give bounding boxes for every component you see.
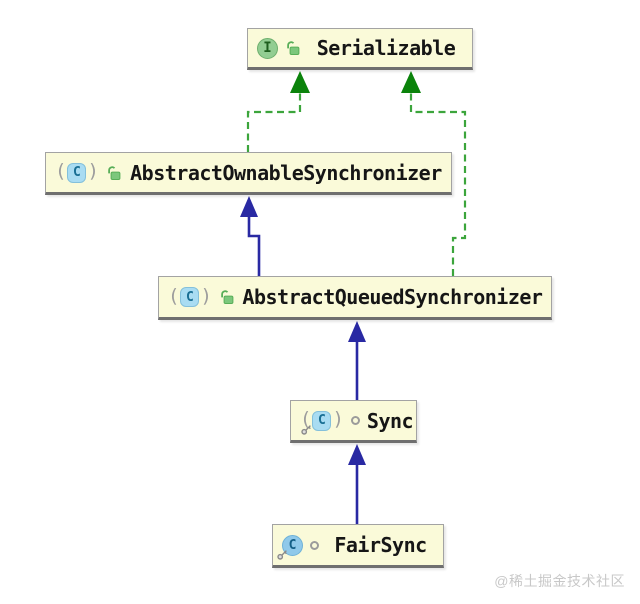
public-lock-icon xyxy=(221,290,234,304)
package-private-icon xyxy=(310,540,319,550)
final-mark-key-icon xyxy=(301,424,311,435)
class-node-abstract-queued-synchronizer[interactable]: C AbstractQueuedSynchronizer xyxy=(158,276,552,320)
abstract-class-icon: C xyxy=(168,287,212,307)
class-node-abstract-ownable-synchronizer[interactable]: C AbstractOwnableSynchronizer xyxy=(45,152,452,195)
class-node-fair-sync[interactable]: C FairSync xyxy=(272,524,444,568)
class-name-abstract-queued-synchronizer: AbstractQueuedSynchronizer xyxy=(242,285,543,309)
class-name-sync: Sync xyxy=(366,408,414,433)
class-icon: C xyxy=(282,534,303,556)
class-icon: C xyxy=(180,287,200,307)
abstract-class-icon: C xyxy=(55,162,99,183)
final-class-icon: C xyxy=(277,534,303,560)
edge-abstract-ownable-synchronizer-implements-serializable xyxy=(246,92,302,152)
package-private-icon xyxy=(350,416,360,425)
arrowhead-abstract-queued-synchronizer-extends-abstract-ownable-synchronizer xyxy=(240,196,258,217)
arrowhead-sync-extends-abstract-queued-synchronizer xyxy=(348,321,366,342)
class-icon: C xyxy=(312,410,332,431)
arrowhead-fair-sync-extends-sync xyxy=(348,444,366,465)
arrowhead-abstract-ownable-synchronizer-implements-serializable xyxy=(290,71,310,93)
class-name-fair-sync: FairSync xyxy=(334,533,427,557)
public-lock-icon xyxy=(287,41,300,55)
class-node-sync[interactable]: C Sync xyxy=(290,400,417,443)
class-node-serializable[interactable]: I Serializable xyxy=(247,28,473,70)
final-mark-key-icon xyxy=(277,549,287,560)
class-name-abstract-ownable-synchronizer: AbstractOwnableSynchronizer xyxy=(130,160,442,185)
edge-abstract-queued-synchronizer-extends-abstract-ownable-synchronizer xyxy=(247,215,261,276)
class-name-serializable: Serializable xyxy=(316,36,456,60)
class-icon: C xyxy=(67,162,87,183)
public-lock-icon xyxy=(108,165,121,180)
arrowhead-abstract-queued-synchronizer-implements-serializable xyxy=(401,71,421,93)
abstract-class-icon: C xyxy=(300,410,344,435)
watermark-text: @稀土掘金技术社区 xyxy=(494,573,625,589)
interface-icon: I xyxy=(257,37,278,59)
